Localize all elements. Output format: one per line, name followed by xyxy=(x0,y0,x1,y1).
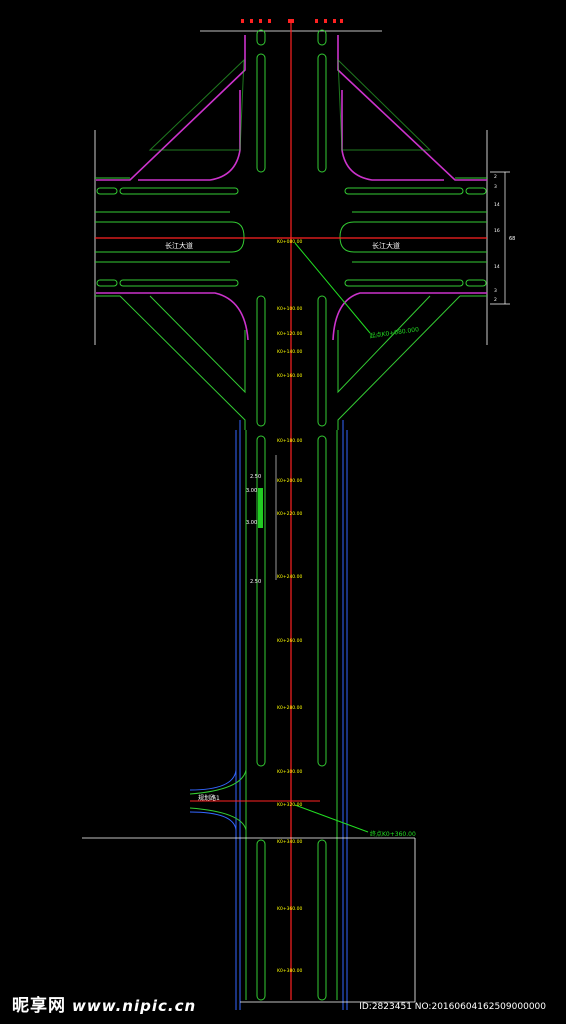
station-label: K0+340.00 xyxy=(277,839,302,845)
cross-road-lines xyxy=(95,177,487,297)
callout-leaders xyxy=(294,242,371,833)
right-dimension-value: 3 xyxy=(494,184,497,190)
station-label: K0+220.00 xyxy=(277,511,302,517)
right-dimension-value: 2 xyxy=(494,174,497,180)
road-label-right: 长江大道 xyxy=(372,241,400,250)
watermark-brand: 昵享网 www.nipic.cn xyxy=(12,991,196,1016)
station-label: K0+260.00 xyxy=(277,638,302,644)
right-dimension-value: 14 xyxy=(494,264,500,270)
road-label-left: 长江大道 xyxy=(165,241,193,250)
watermark-brand-text: 昵享网 xyxy=(12,996,66,1016)
right-dimension-total: 68 xyxy=(509,236,515,242)
island-label-mid-a: 3.00 xyxy=(246,488,257,494)
station-label: K0+080.00 xyxy=(277,239,302,245)
island-strip xyxy=(258,488,263,528)
station-label: K0+160.00 xyxy=(277,373,302,379)
island-label-top: 2.50 xyxy=(250,474,261,480)
main-road-lanes xyxy=(245,29,338,1001)
station-label: K0+280.00 xyxy=(277,705,302,711)
callout-upper: 起点K0+080.000 xyxy=(369,325,419,340)
station-label: K0+180.00 xyxy=(277,438,302,444)
station-label: K0+200.00 xyxy=(277,478,302,484)
right-dimension-value: 14 xyxy=(494,202,500,208)
station-label: K0+360.00 xyxy=(277,906,302,912)
right-dimension-value: 2 xyxy=(494,297,497,303)
side-road-label: 规划路1 xyxy=(198,794,220,802)
top-dimension-ticks xyxy=(241,19,343,23)
right-dimension-value: 3 xyxy=(494,288,497,294)
station-label: K0+140.00 xyxy=(277,349,302,355)
station-label: K0+320.00 xyxy=(277,802,302,808)
side-road xyxy=(189,769,320,831)
right-dimension-value: 16 xyxy=(494,228,500,234)
station-label: K0+120.00 xyxy=(277,331,302,337)
station-label: K0+240.00 xyxy=(277,574,302,580)
island-label-mid-b: 3.00 xyxy=(246,520,257,526)
right-of-way-lines xyxy=(189,420,348,1010)
callout-lower: 终点K0+360.00 xyxy=(370,830,416,838)
island-label-bottom: 2.50 xyxy=(250,579,261,585)
station-label: K0+100.00 xyxy=(277,306,302,312)
right-dimension-chain xyxy=(490,171,510,305)
station-label-group: K0+080.00K0+100.00K0+120.00K0+140.00K0+1… xyxy=(277,239,302,974)
station-label: K0+380.00 xyxy=(277,968,302,974)
watermark-id: ID:2823451 NO:20160604162509000000 xyxy=(359,1002,546,1012)
station-label: K0+300.00 xyxy=(277,769,302,775)
diagonal-ramps xyxy=(119,58,461,430)
right-dimension-labels: 2 3 14 16 14 3 2 xyxy=(494,174,500,303)
watermark-site: www.nipic.cn xyxy=(72,997,197,1015)
lower-frame xyxy=(82,837,416,1003)
